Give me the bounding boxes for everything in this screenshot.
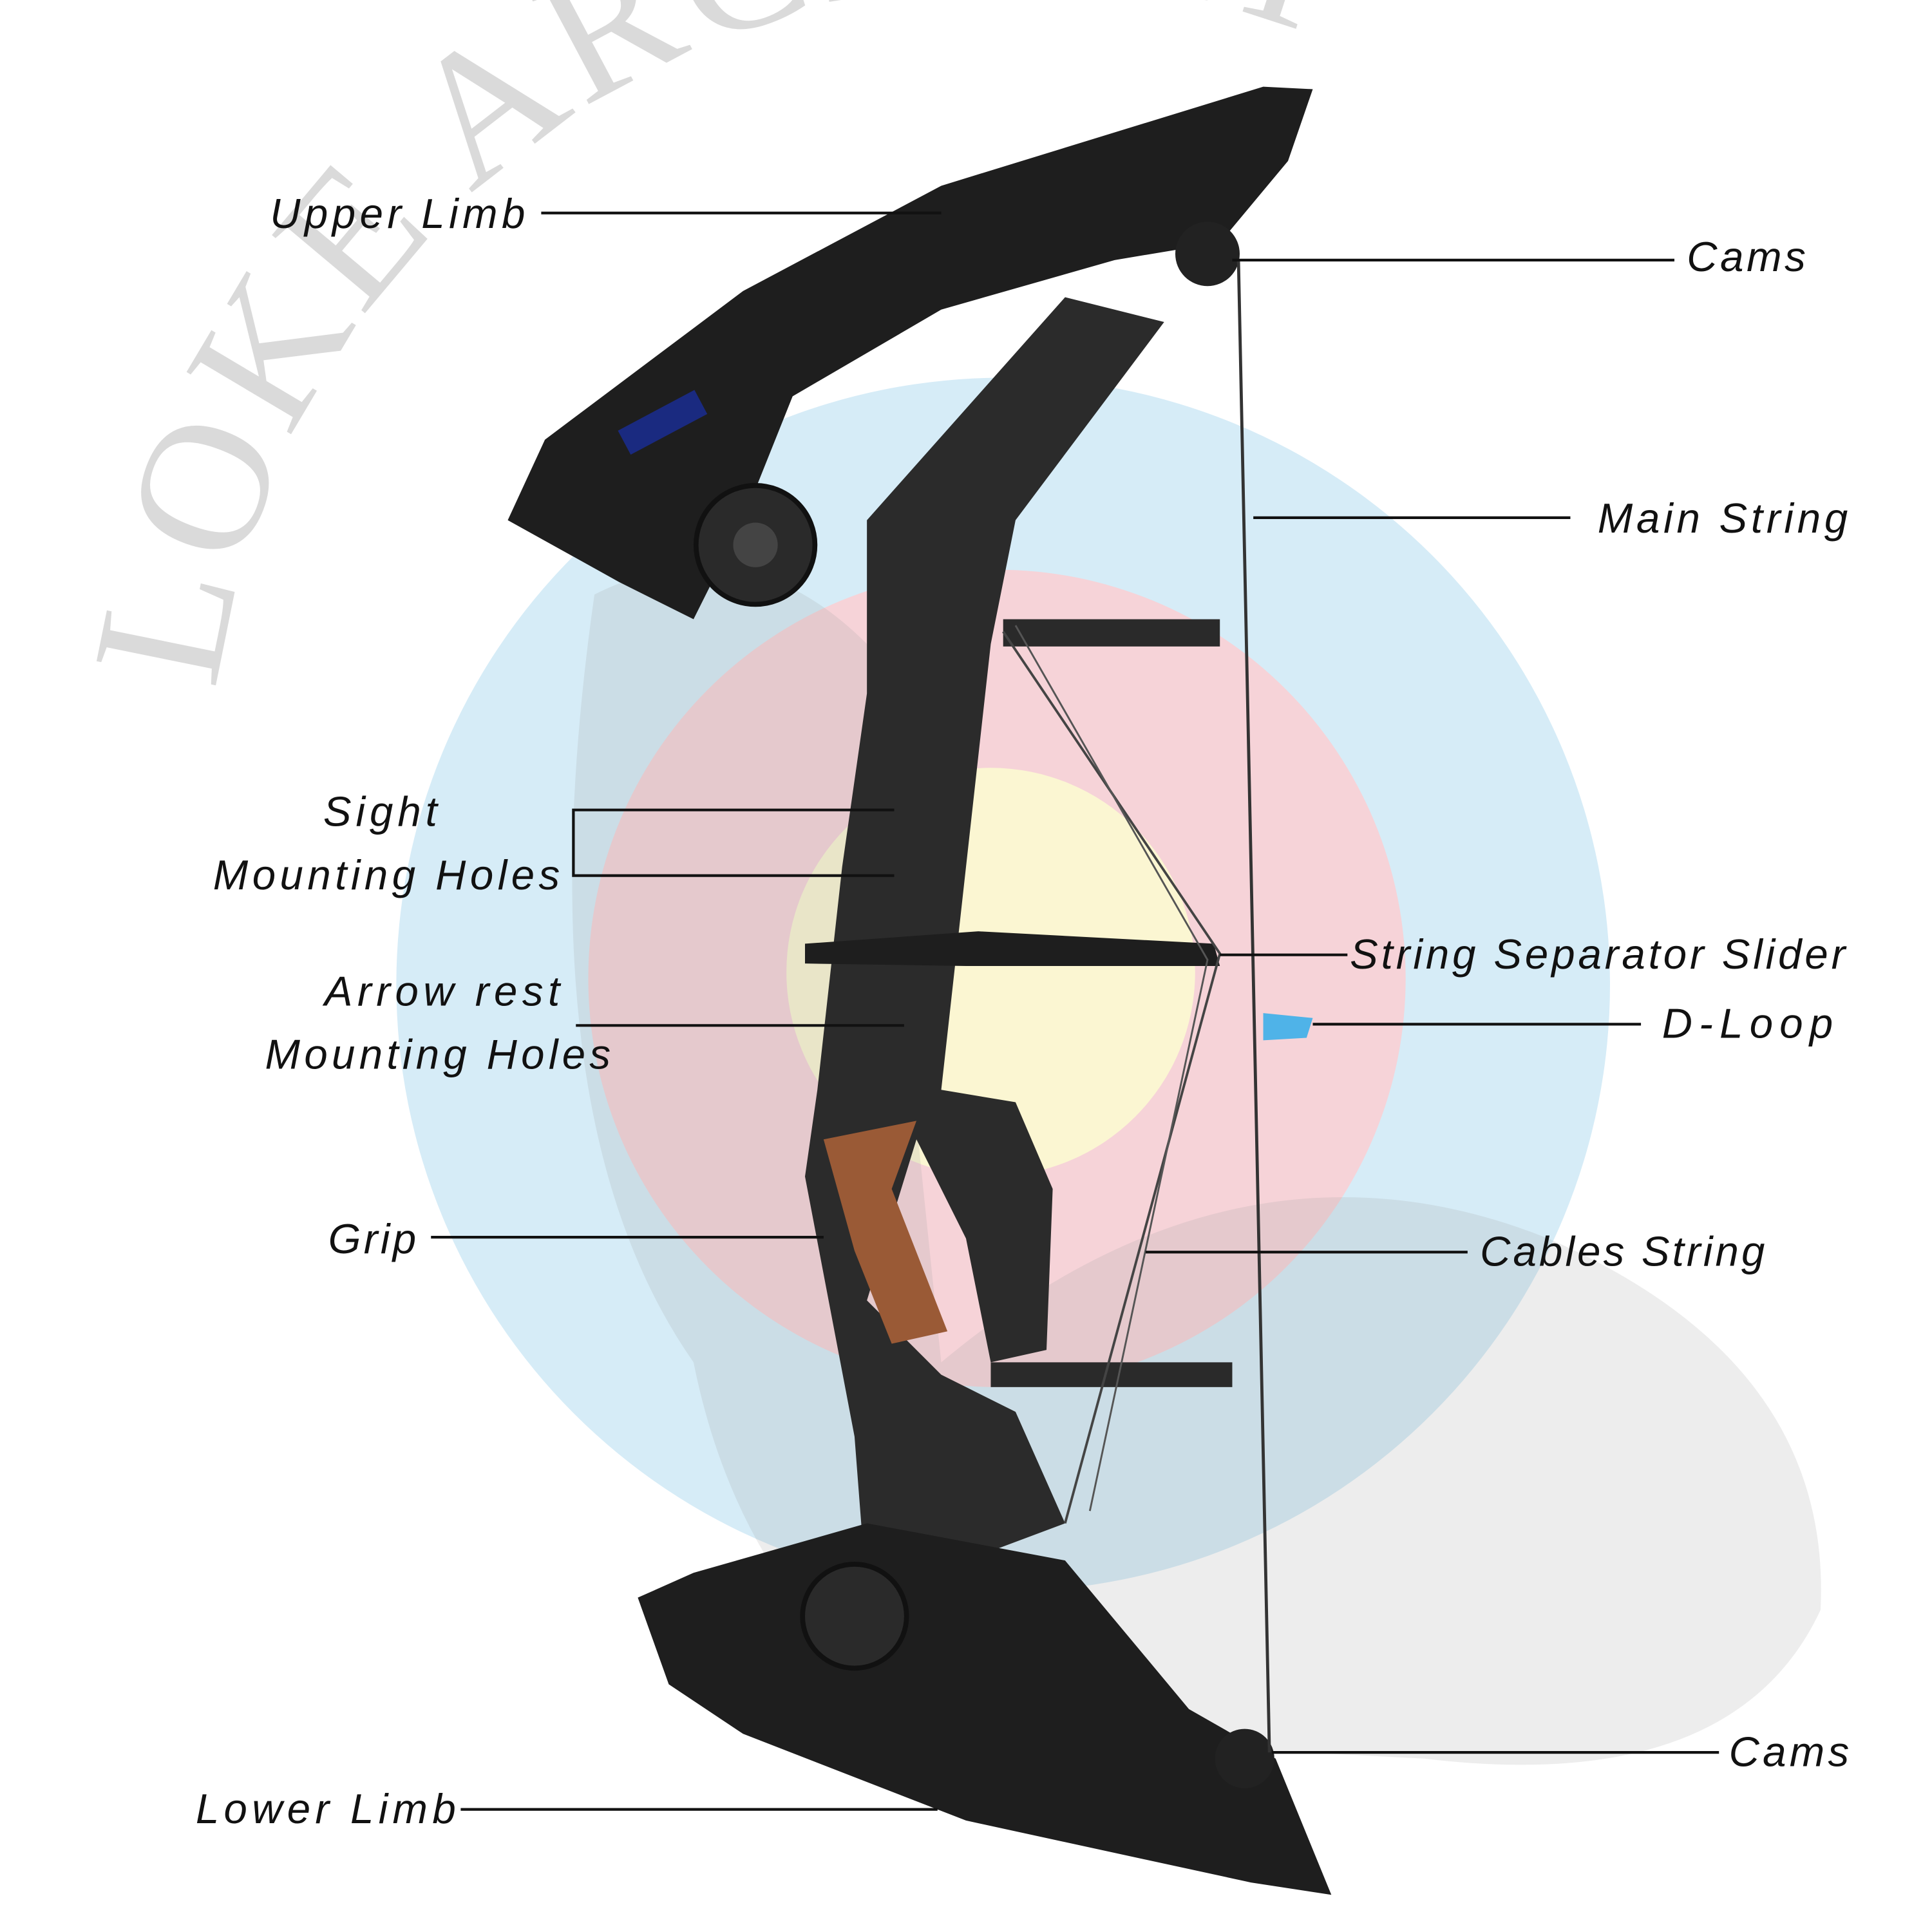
brand-badge	[618, 390, 708, 455]
lower-cam-wheel	[800, 1562, 909, 1671]
label-cams-bottom: Cams	[1729, 1728, 1850, 1775]
label-d-loop: D-Loop	[1662, 1000, 1833, 1047]
upper-limb-shape	[507, 86, 1313, 620]
d-loop	[1263, 1013, 1313, 1041]
stabilizer-mount-upper	[1003, 619, 1220, 647]
label-cables-string: Cables String	[1480, 1227, 1765, 1274]
riser-shape	[805, 297, 1164, 1598]
grip-wood	[823, 1121, 948, 1344]
label-lower-limb: Lower Limb	[196, 1785, 456, 1832]
leader-lines	[431, 211, 1719, 1811]
string-separator-bar	[805, 931, 1220, 966]
leader-sight-holes	[572, 808, 895, 877]
upper-cam	[1175, 222, 1240, 287]
label-sight-line1: Sight	[323, 788, 439, 835]
label-grip: Grip	[328, 1215, 417, 1262]
bow-illustration	[507, 86, 1332, 1895]
main-string	[1236, 260, 1271, 1753]
label-arrow-rest-line2: Mounting Holes	[265, 1031, 611, 1078]
stabilizer-mount-lower	[990, 1362, 1233, 1387]
label-sight-line2: Mounting Holes	[213, 851, 560, 898]
upper-cam-hub	[733, 522, 778, 567]
cable-string-2	[1014, 625, 1209, 1511]
label-cams-top: Cams	[1687, 233, 1806, 280]
label-main-string: Main String	[1598, 495, 1848, 542]
label-arrow-rest-line1: Arrow rest	[322, 968, 562, 1015]
label-upper-limb: Upper Limb	[270, 190, 525, 237]
lower-cam	[1215, 1728, 1274, 1788]
